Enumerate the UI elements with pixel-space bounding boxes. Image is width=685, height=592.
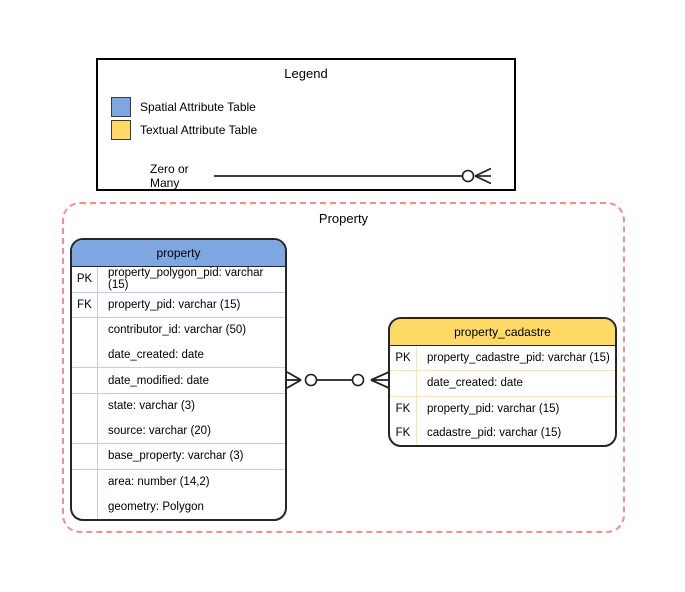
textual-table-swatch [111, 119, 131, 140]
key-cell [72, 318, 98, 343]
legend-title: Legend [284, 66, 328, 81]
spatial-table-swatch [111, 96, 131, 117]
attribute-cell: date_created: date [427, 377, 523, 390]
attribute-cell: cadastre_pid: varchar (15) [427, 426, 562, 439]
attribute-cell: property_cadastre_pid: varchar (15) [427, 352, 610, 365]
attribute-cell: area: number (14,2) [108, 476, 210, 489]
table-property-header[interactable]: property [72, 240, 285, 267]
table-row[interactable]: FK property_pid: varchar (15) [390, 396, 615, 421]
table-row[interactable]: contributor_id: varchar (50) [72, 318, 285, 343]
key-cell [72, 494, 98, 519]
key-cell [72, 418, 98, 444]
attribute-cell: state: varchar (3) [108, 400, 195, 413]
key-cell: FK [390, 396, 417, 421]
zero-or-many-label: Zero or Many [150, 162, 189, 190]
key-cell [72, 342, 98, 368]
table-row[interactable]: FK property_pid: varchar (15) [72, 292, 285, 319]
property-group-container[interactable]: Property [62, 202, 625, 533]
attribute-cell: property_pid: varchar (15) [427, 402, 560, 415]
table-property-cadastre[interactable]: property_cadastre PK property_cadastre_p… [388, 317, 617, 447]
table-row[interactable]: base_property: varchar (3) [72, 444, 285, 470]
table-property[interactable]: property PK property_polygon_pid: varcha… [70, 238, 287, 521]
table-row[interactable]: source: varchar (20) [72, 418, 285, 445]
table-row[interactable]: PK property_polygon_pid: varchar (15) [72, 267, 285, 293]
legend-item-label: Textual Attribute Table [140, 122, 258, 137]
legend-item-textual: Textual Attribute Table [111, 119, 257, 140]
legend-box[interactable]: Legend Spatial Attribute Table Textual A… [96, 58, 516, 191]
table-property-cadastre-body: PK property_cadastre_pid: varchar (15) d… [390, 346, 615, 445]
attribute-cell: property_pid: varchar (15) [108, 298, 241, 311]
relationship-connector[interactable] [287, 367, 389, 393]
attribute-cell: source: varchar (20) [108, 424, 211, 437]
key-cell [72, 444, 98, 469]
table-property-body: PK property_polygon_pid: varchar (15) FK… [72, 267, 285, 519]
key-cell: PK [72, 267, 98, 292]
key-cell: FK [72, 292, 98, 318]
legend-item-label: Spatial Attribute Table [140, 99, 256, 114]
key-cell: PK [390, 346, 417, 371]
attribute-cell: property_polygon_pid: varchar (15) [108, 267, 264, 292]
attribute-cell: contributor_id: varchar (50) [108, 324, 247, 337]
legend-item-spatial: Spatial Attribute Table [111, 96, 256, 117]
key-cell: FK [390, 420, 417, 445]
table-property-cadastre-header[interactable]: property_cadastre [390, 319, 615, 346]
table-row[interactable]: area: number (14,2) [72, 469, 285, 495]
key-cell [72, 368, 98, 393]
attribute-cell: date_created: date [108, 349, 204, 362]
attribute-cell: base_property: varchar (3) [108, 450, 244, 463]
table-row[interactable]: date_created: date [72, 342, 285, 369]
attribute-cell: date_modified: date [108, 374, 210, 387]
table-row[interactable]: geometry: Polygon [72, 494, 285, 519]
key-cell [72, 393, 98, 419]
table-row[interactable]: state: varchar (3) [72, 393, 285, 419]
table-row[interactable]: date_created: date [390, 371, 615, 397]
zero-or-many-symbol-icon [214, 167, 492, 185]
table-row[interactable]: PK property_cadastre_pid: varchar (15) [390, 346, 615, 372]
table-row[interactable]: FK cadastre_pid: varchar (15) [390, 420, 615, 445]
legend-relationship-row: Zero or Many [150, 162, 496, 190]
property-group-title: Property [318, 211, 369, 226]
key-cell [390, 371, 417, 396]
attribute-cell: geometry: Polygon [108, 500, 204, 513]
table-row[interactable]: date_modified: date [72, 368, 285, 394]
key-cell [72, 469, 98, 495]
